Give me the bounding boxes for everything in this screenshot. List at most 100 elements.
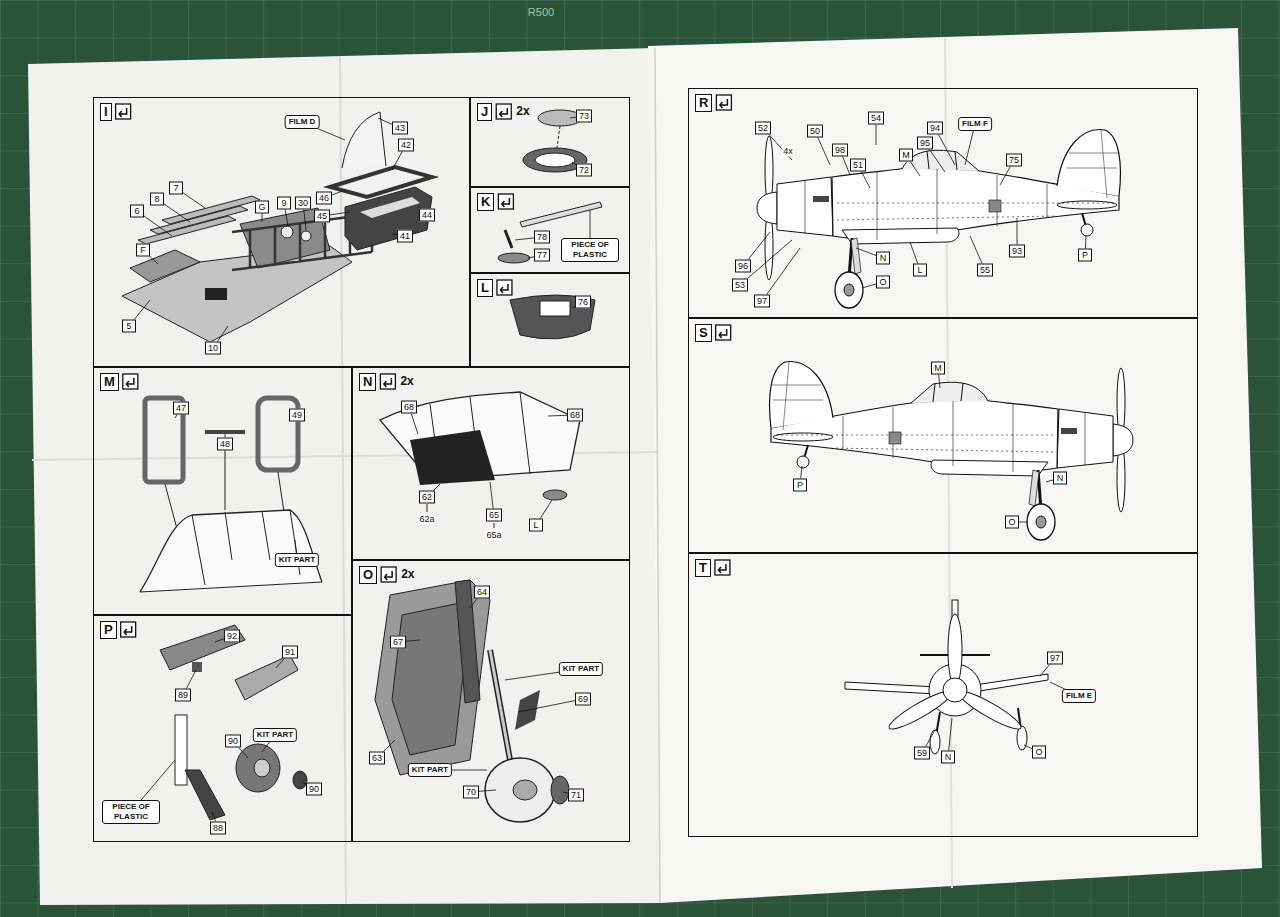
step-icon bbox=[716, 325, 731, 340]
flap-and-tailwheel bbox=[160, 625, 307, 820]
step-letter: N bbox=[359, 373, 376, 391]
step-letter: I bbox=[100, 103, 112, 121]
canopy-frames bbox=[140, 510, 322, 592]
callout-number: 90 bbox=[306, 783, 322, 796]
callout-number: 53 bbox=[732, 279, 748, 292]
callout-number: F bbox=[136, 244, 150, 257]
canopy-assembly bbox=[410, 430, 495, 485]
landing-gear bbox=[375, 580, 569, 822]
scoop-part bbox=[510, 295, 595, 339]
callout-number: 63 bbox=[369, 752, 385, 765]
callout-number: 9 bbox=[277, 197, 291, 210]
canopy-frames bbox=[140, 582, 322, 592]
callout-number: 92 bbox=[224, 630, 240, 643]
callout-number: 65a bbox=[485, 530, 502, 541]
aircraft-front-view bbox=[948, 614, 962, 686]
step-icon bbox=[124, 626, 132, 635]
callout-number: 68 bbox=[401, 401, 417, 414]
panel-box: J2x bbox=[470, 97, 630, 187]
step-icon bbox=[498, 194, 513, 209]
callout-number: 45 bbox=[314, 210, 330, 223]
callout-number: 8 bbox=[150, 193, 164, 206]
callout-number: P bbox=[793, 479, 807, 492]
step-icon bbox=[381, 567, 396, 582]
callout-number: 42 bbox=[398, 139, 414, 152]
callout-number: 70 bbox=[463, 786, 479, 799]
step-letter: R bbox=[695, 94, 712, 112]
step-letter: S bbox=[695, 324, 712, 342]
callout-number: 62a bbox=[418, 514, 435, 525]
callout-number: 95 bbox=[917, 137, 933, 150]
step-icon bbox=[121, 622, 136, 637]
callout-number: M bbox=[899, 149, 913, 162]
part-tag: KIT PART bbox=[559, 662, 603, 676]
callout-number: 46 bbox=[316, 192, 332, 205]
part-tag: PIECE OF PLASTIC bbox=[102, 800, 160, 824]
canopy-frames bbox=[205, 430, 245, 434]
repeat-count: 2x bbox=[516, 103, 529, 119]
step-icon bbox=[121, 622, 136, 637]
callout-number: 65 bbox=[486, 509, 502, 522]
callout-number: N bbox=[1053, 472, 1067, 485]
callout-number: 94 bbox=[927, 122, 943, 135]
callout-number: 10 bbox=[205, 342, 221, 355]
flap-and-tailwheel bbox=[254, 759, 270, 777]
panel-box: M bbox=[93, 367, 352, 615]
repeat-count: 2x bbox=[400, 373, 413, 389]
callout-number: N bbox=[941, 751, 955, 764]
step-icon bbox=[126, 378, 134, 387]
callout-number: 54 bbox=[868, 112, 884, 125]
step-icon bbox=[500, 284, 508, 293]
flap-and-tailwheel bbox=[175, 715, 187, 785]
canopy-frames bbox=[140, 398, 322, 592]
callout-number: 97 bbox=[1047, 652, 1063, 665]
aircraft-right-side bbox=[757, 130, 1120, 308]
canopy-assembly bbox=[427, 504, 494, 528]
step-icon bbox=[719, 329, 727, 338]
step-icon bbox=[496, 104, 511, 119]
step-letter: M bbox=[100, 373, 119, 391]
disk-parts bbox=[535, 153, 575, 167]
step-icon bbox=[381, 567, 396, 582]
callout-number: 91 bbox=[282, 646, 298, 659]
callout-number: P bbox=[1078, 249, 1092, 262]
cockpit-illustration bbox=[301, 231, 311, 241]
callout-number: 43 bbox=[392, 122, 408, 135]
callout-number: O bbox=[1005, 516, 1019, 529]
flap-and-tailwheel bbox=[235, 655, 298, 700]
step-icon bbox=[116, 104, 131, 119]
step-icon bbox=[715, 560, 730, 575]
scoop-part bbox=[540, 301, 570, 316]
callout-number: 98 bbox=[832, 144, 848, 157]
callout-number: 96 bbox=[735, 260, 751, 273]
part-tag: FILM F bbox=[958, 117, 992, 131]
cockpit-illustration bbox=[205, 288, 227, 300]
step-icon bbox=[502, 198, 510, 207]
landing-gear bbox=[375, 580, 490, 775]
cockpit-illustration bbox=[360, 197, 420, 218]
step-icon bbox=[716, 325, 731, 340]
cockpit-illustration bbox=[342, 112, 386, 168]
aircraft-right-side bbox=[757, 130, 1120, 308]
callout-number: M bbox=[931, 362, 945, 375]
paper-sheet bbox=[28, 48, 660, 905]
callout-number: L bbox=[529, 519, 543, 532]
callout-number: 44 bbox=[419, 209, 435, 222]
step-letter: K bbox=[477, 193, 494, 211]
callout-number: 75 bbox=[1006, 154, 1022, 167]
callout-number: 6 bbox=[130, 205, 144, 218]
callout-number: 77 bbox=[534, 249, 550, 262]
paper-sheet bbox=[28, 28, 1262, 905]
step-letter: P bbox=[100, 621, 117, 639]
step-icon bbox=[497, 280, 512, 295]
rod-parts bbox=[498, 253, 530, 263]
callout-number: 68 bbox=[567, 409, 583, 422]
callout-number: 88 bbox=[210, 822, 226, 835]
step-icon bbox=[123, 374, 138, 389]
callout-number: 59 bbox=[914, 747, 930, 760]
step-icon bbox=[380, 374, 395, 389]
aircraft-front-view bbox=[943, 678, 967, 702]
